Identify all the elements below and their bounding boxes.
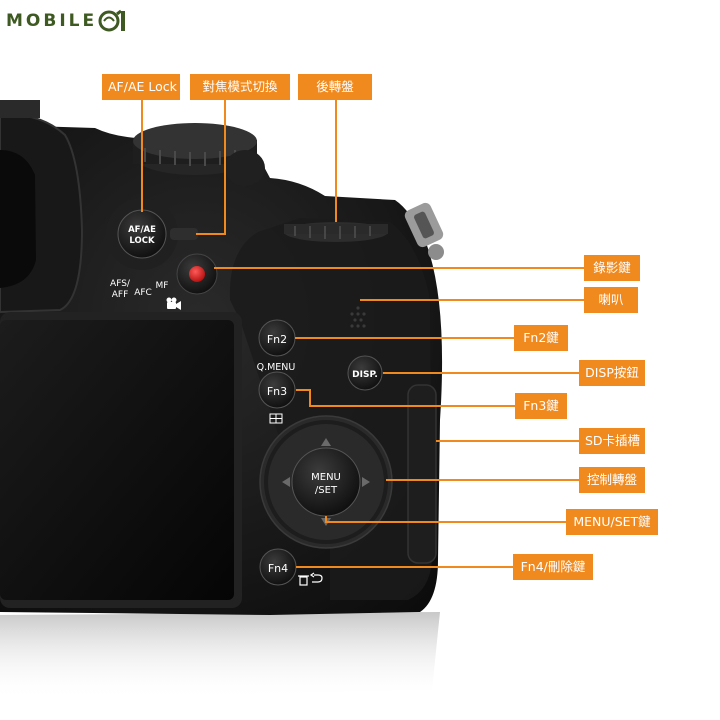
grid-icon [269,413,283,424]
trash-return-icon [298,572,323,586]
disp-label: DISP. [352,370,378,380]
logo-text: MOBILE [6,11,98,31]
callout-sd-slot: SD卡插槽 [579,428,645,454]
callout-disp-button: DISP按鈕 [579,360,645,386]
callout-menu-set-key: MENU/SET鍵 [566,509,658,535]
lcd-screen [0,312,242,608]
camera-reflection [0,612,440,700]
af-ae-label-1: AF/AE [128,225,156,235]
q-menu-label: Q.MENU [257,362,296,373]
rear-dial [284,222,388,242]
menu-label-1: MENU [311,472,341,483]
af-ae-label-2: LOCK [129,236,155,246]
callout-control-dial: 控制轉盤 [579,467,645,493]
fn3-label: Fn3 [267,385,287,398]
disp-button[interactable]: DISP. [347,355,383,391]
callout-focus-mode-switch: 對焦模式切換 [190,74,290,100]
afs-aff-label-1: AFS/ [110,279,131,289]
fn2-button[interactable]: Fn2 [258,319,296,357]
hot-shoe [0,100,40,118]
af-ae-lock-button[interactable]: AF/AE LOCK [106,198,198,270]
fn4-button[interactable]: Fn4 [259,548,297,586]
callout-af-ae-lock: AF/AE Lock [102,74,180,100]
callout-fn3-key: Fn3鍵 [515,393,567,419]
fn4-label: Fn4 [268,562,288,575]
movie-camera-icon [166,297,181,310]
afc-label: AFC [134,288,152,298]
callout-record-button: 錄影鍵 [584,255,640,281]
strap-lug [404,202,444,260]
mobile01-logo: MOBILE [6,8,133,34]
leader-lines [141,100,585,568]
callout-speaker: 喇叭 [584,287,638,313]
menu-label-2: /SET [315,485,338,496]
logo-mark-icon [98,9,126,32]
focus-mode-lever[interactable] [170,228,198,240]
callout-rear-dial: 後轉盤 [298,74,372,100]
menu-set-button[interactable]: MENU /SET [291,447,361,517]
sd-card-door [407,384,437,564]
fn3-button[interactable]: Fn3 [258,371,296,409]
mf-label: MF [156,281,169,291]
speaker-grille [350,306,366,328]
afs-aff-label-2: AFF [112,290,129,300]
callout-fn4-delete-key: Fn4/刪除鍵 [513,554,593,580]
callout-fn2-key: Fn2鍵 [514,325,568,351]
record-button[interactable] [176,253,218,295]
fn2-label: Fn2 [267,333,287,346]
